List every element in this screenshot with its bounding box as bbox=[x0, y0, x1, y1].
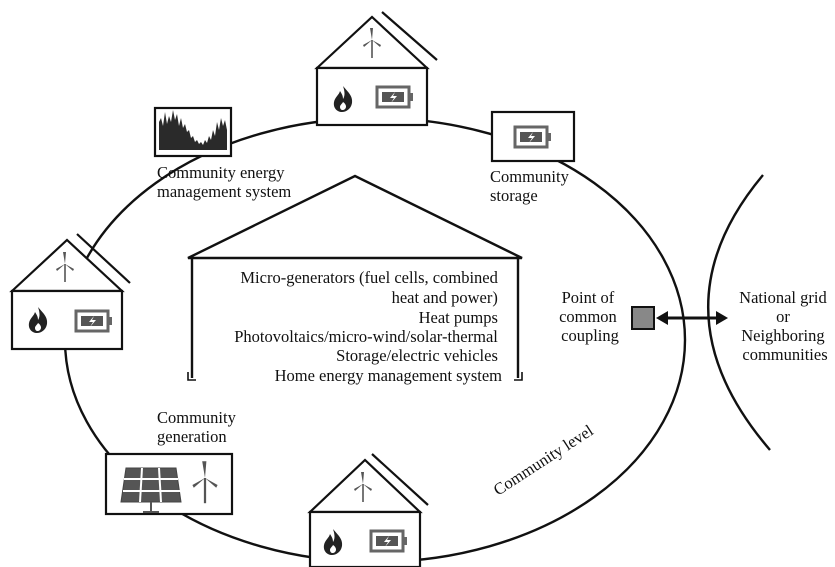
house-icon bbox=[9, 233, 131, 351]
home-feature-text: Micro-generators (fuel cells, combined h… bbox=[234, 268, 502, 385]
pcc-square bbox=[631, 306, 655, 330]
battery-icon bbox=[369, 529, 409, 553]
community-level-label: Community level bbox=[490, 421, 597, 500]
battery-icon bbox=[375, 85, 415, 109]
home-feature-4: Storage/electric vehicles bbox=[336, 346, 498, 365]
community-storage-box bbox=[490, 110, 576, 163]
community-generation-box bbox=[104, 452, 234, 516]
home-feature-5: Home energy management system bbox=[275, 366, 503, 385]
house-icon bbox=[314, 11, 438, 127]
central-house-walls bbox=[190, 258, 520, 378]
wind-turbine-icon bbox=[192, 461, 218, 504]
energy-chart-icon bbox=[153, 106, 233, 158]
pcc-label: Point of common coupling bbox=[559, 288, 621, 345]
storage-label: Community storage bbox=[490, 167, 573, 205]
generation-label: Community generation bbox=[157, 408, 240, 446]
battery-icon bbox=[74, 309, 114, 333]
double-arrow bbox=[656, 311, 728, 325]
home-feature-3: Photovoltaics/micro-wind/solar-thermal bbox=[234, 327, 498, 346]
solar-panel-icon bbox=[120, 467, 182, 513]
cems-label: Community energy management system bbox=[157, 163, 291, 201]
national-grid-arc bbox=[707, 174, 771, 451]
central-house-roof bbox=[187, 174, 523, 260]
battery-icon bbox=[513, 125, 553, 149]
house-icon bbox=[307, 453, 429, 567]
national-grid-label: National grid or Neighboring communities bbox=[739, 288, 831, 364]
home-feature-1: heat and power) bbox=[392, 288, 498, 307]
home-feature-0: Micro-generators (fuel cells, combined bbox=[240, 268, 498, 287]
home-feature-2: Heat pumps bbox=[419, 308, 498, 327]
